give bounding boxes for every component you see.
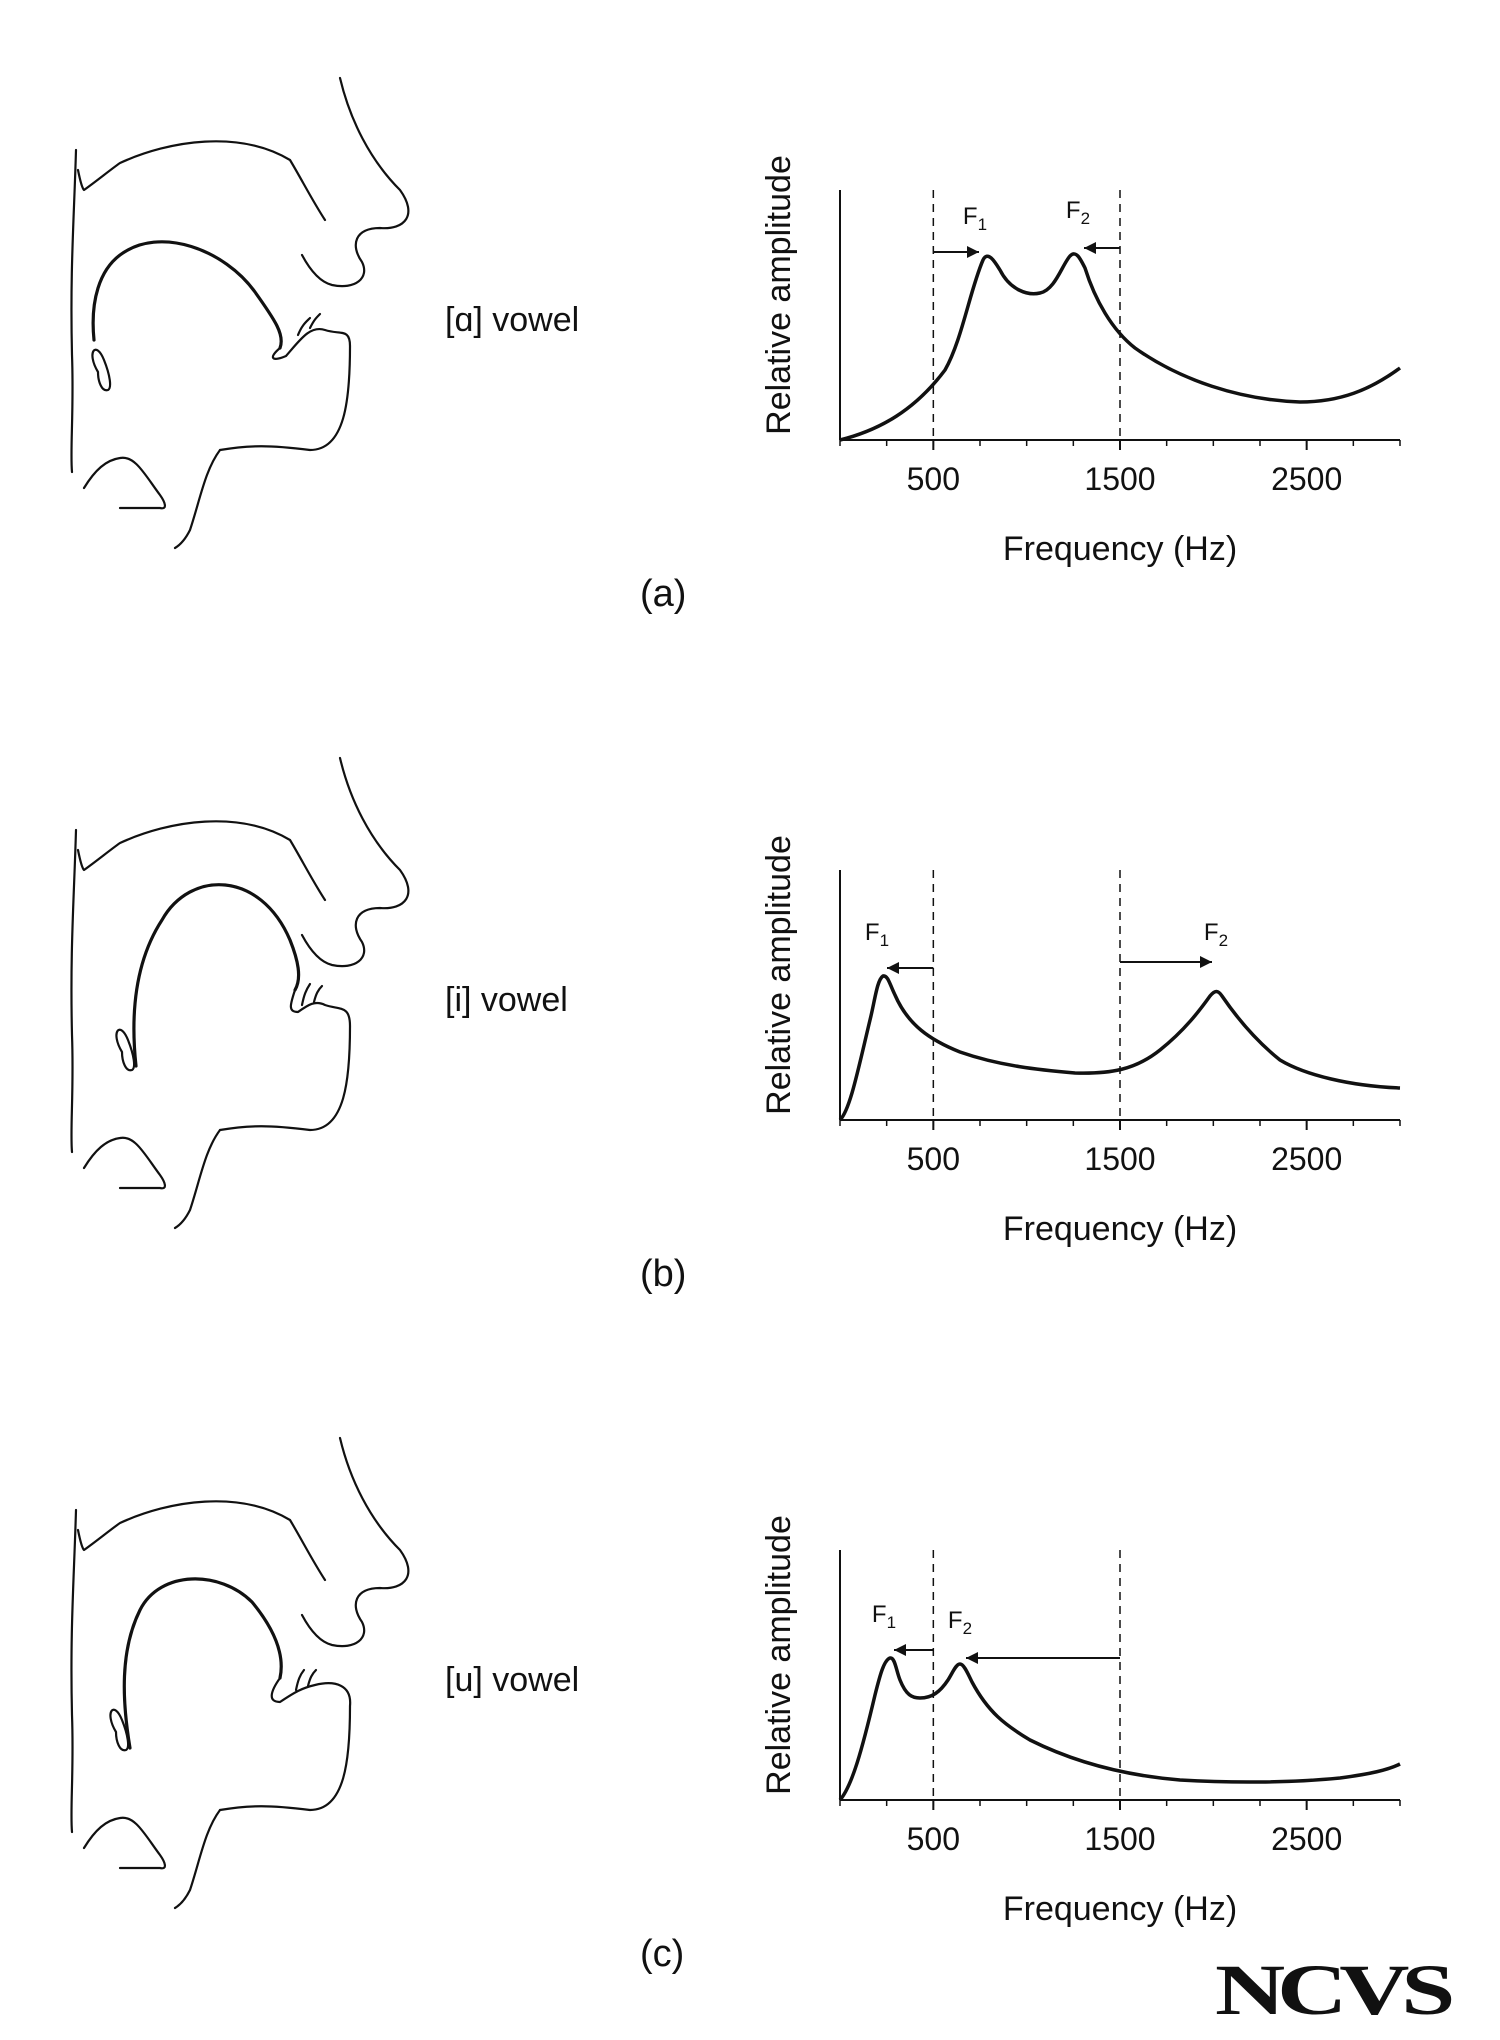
f1-arrow-a-head	[967, 246, 979, 258]
back-wall-c	[70, 1508, 78, 1834]
jaw-a	[173, 448, 222, 550]
epiglottis-c	[109, 1708, 130, 1752]
f2-label-b: F2	[1204, 919, 1228, 950]
tongue-c	[122, 1577, 283, 1750]
vowel-label-a: [ɑ] vowel	[445, 301, 580, 339]
face-profile-a	[300, 76, 410, 288]
vowel-label-c: [u] vowel	[445, 1661, 580, 1699]
f2-label-a: F2	[1066, 197, 1090, 228]
y-axis-label-c: Relative amplitude	[760, 1515, 798, 1795]
face-profile-c	[300, 1436, 410, 1648]
larynx-a	[82, 456, 166, 510]
f1-label-c: F1	[872, 1601, 896, 1632]
jaw-c	[173, 1808, 222, 1910]
x-tick-label-c: 2500	[1271, 1821, 1342, 1857]
panel-letter-a: (a)	[640, 573, 687, 615]
jaw-b	[173, 1128, 222, 1230]
vocal-tract-diagram-b	[70, 756, 410, 1230]
f2-label-c: F2	[948, 1607, 972, 1638]
x-tick-label-b: 1500	[1084, 1141, 1155, 1177]
ncvs-logo: NCVS	[1215, 1950, 1455, 2030]
back-wall-b	[70, 828, 78, 1154]
f1-arrow-c-head	[894, 1644, 906, 1656]
lips-lower-b	[218, 988, 352, 1132]
epiglottis-a	[91, 348, 112, 392]
palate-c	[76, 1500, 327, 1582]
lips-lower-a	[218, 327, 352, 452]
panel-letter-c: (c)	[640, 1933, 685, 1975]
vowel-label-b: [i] vowel	[445, 981, 568, 1019]
vocal-tract-diagram-c	[70, 1436, 410, 1910]
vocal-tract-diagram-a	[70, 76, 410, 550]
lips-lower-c	[218, 1676, 352, 1812]
epiglottis-b	[115, 1028, 136, 1072]
tongue-a	[91, 240, 283, 350]
x-tick-label-c: 500	[907, 1821, 960, 1857]
x-tick-label-a: 500	[907, 461, 960, 497]
panel-letter-b: (b)	[640, 1253, 687, 1295]
face-profile-b	[300, 756, 410, 968]
tongue-b	[132, 883, 301, 1068]
y-axis-label-b: Relative amplitude	[760, 835, 798, 1115]
x-axis-label-c: Frequency (Hz)	[1003, 1890, 1237, 1928]
x-tick-label-b: 500	[907, 1141, 960, 1177]
f2-arrow-b-head	[1200, 956, 1212, 968]
f1-label-a: F1	[963, 203, 987, 234]
spectrum-curve-a	[839, 252, 1402, 442]
x-axis-label-b: Frequency (Hz)	[1003, 1210, 1237, 1248]
palate-a	[76, 140, 327, 222]
lip-detail-b	[300, 982, 324, 1007]
lip-detail-c	[294, 1668, 318, 1692]
f1-arrow-b-head	[887, 962, 899, 974]
f2-arrow-c-head	[966, 1652, 978, 1664]
spectrum-curve-b	[838, 974, 1401, 1122]
x-tick-label-c: 1500	[1084, 1821, 1155, 1857]
x-tick-label-a: 1500	[1084, 461, 1155, 497]
palate-b	[76, 820, 327, 902]
f2-arrow-a-head	[1084, 242, 1096, 254]
x-axis-label-a: Frequency (Hz)	[1003, 530, 1237, 568]
x-tick-label-b: 2500	[1271, 1141, 1342, 1177]
larynx-c	[82, 1816, 166, 1870]
x-tick-label-a: 2500	[1271, 461, 1342, 497]
larynx-b	[82, 1136, 166, 1190]
y-axis-label-a: Relative amplitude	[760, 155, 798, 435]
back-wall-a	[70, 148, 78, 474]
spectrum-curve-c	[838, 1656, 1401, 1802]
lip-detail-a	[296, 312, 322, 337]
f1-label-b: F1	[865, 919, 889, 950]
